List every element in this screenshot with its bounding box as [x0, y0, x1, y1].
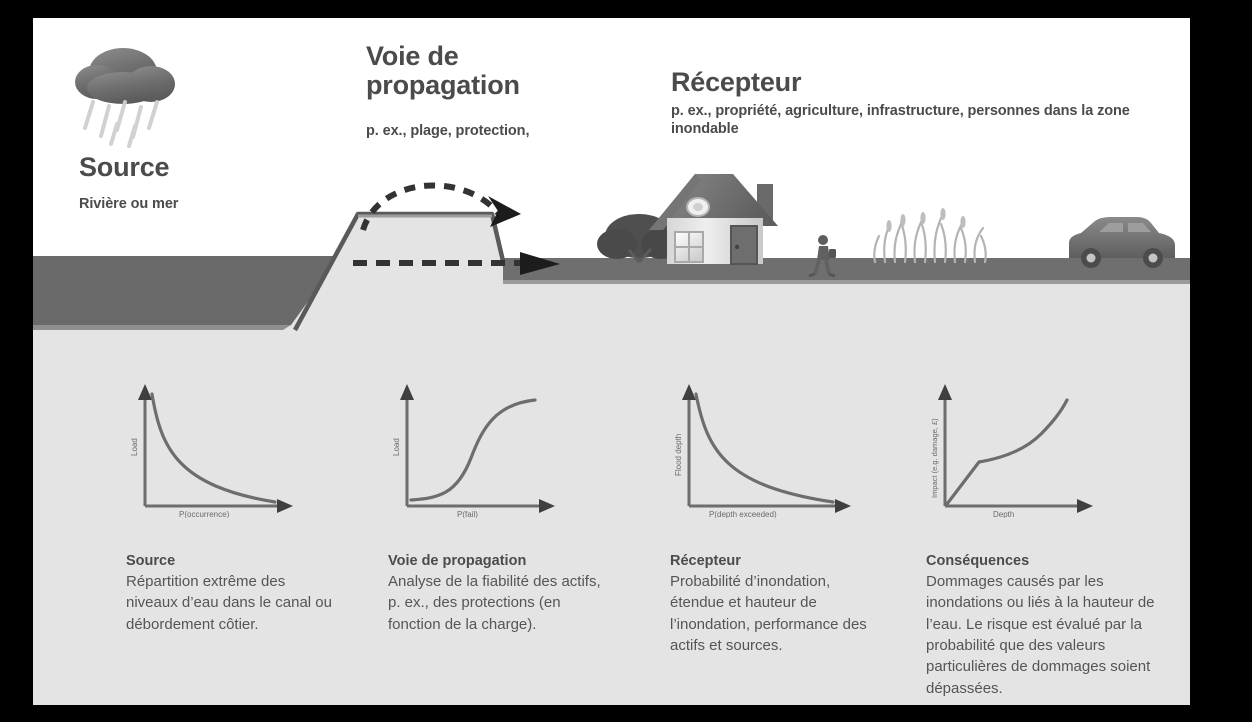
column-source-body: Répartition extrême des niveaux d’eau da… — [126, 573, 332, 633]
landscape-scene — [33, 18, 1190, 338]
water-body — [33, 256, 341, 330]
chart-consequences-ylabel: Impact (e.g. damage, £) — [930, 418, 939, 498]
column-consequences-heading: Conséquences — [926, 553, 1030, 569]
heading-receptor-title: Récepteur — [671, 67, 802, 97]
chart-receptor-ylabel: Flood depth — [674, 434, 683, 476]
rain-cloud-icon — [75, 48, 175, 148]
chart-source-xlabel: P(occurrence) — [179, 510, 230, 518]
chart-receptor: Flood depth P(depth exceeded) — [661, 378, 856, 518]
diagram-panel: Source Rivière ou mer Voie de propagatio… — [33, 18, 1190, 705]
chart-pathway-ylabel: Load — [392, 438, 401, 456]
heading-receptor-subtitle: p. ex., propriété, agriculture, infrastr… — [671, 103, 1130, 137]
reeds-heads-icon — [886, 208, 966, 232]
column-consequences-body: Dommages causés par les inondations ou l… — [926, 573, 1155, 697]
chart-source-ylabel: Load — [130, 438, 139, 456]
chart-pathway-xlabel: P(fail) — [457, 510, 478, 518]
column-pathway-body: Analyse de la fiabilité des actifs, p. e… — [388, 573, 601, 633]
heading-pathway-title: Voie de propagation — [366, 41, 520, 100]
chart-receptor-xlabel: P(depth exceeded) — [709, 510, 777, 518]
column-receptor-heading: Récepteur — [670, 553, 741, 569]
chart-source: Load P(occurrence) — [117, 378, 297, 518]
column-receptor: Flood depth P(depth exceeded) Récepteur … — [637, 378, 887, 656]
car-icon — [1069, 217, 1175, 268]
heading-source-subtitle: Rivière ou mer — [79, 196, 179, 212]
chart-pathway: Load P(fail) — [379, 378, 559, 518]
column-receptor-body: Probabilité d’inondation, étendue et hau… — [670, 573, 867, 655]
column-source-heading: Source — [126, 553, 176, 569]
person-walking-icon — [808, 235, 836, 278]
column-pathway-heading: Voie de propagation — [388, 553, 527, 569]
house-icon — [649, 174, 778, 265]
chart-consequences: Impact (e.g. damage, £) Depth — [917, 378, 1097, 518]
reeds-icon — [873, 212, 987, 264]
column-source: Load P(occurrence) Source Répartition ex… — [93, 378, 343, 635]
column-consequences: Impact (e.g. damage, £) Depth Conséquenc… — [893, 378, 1155, 699]
dashed-arc-arrow — [360, 182, 521, 231]
dashed-straight-arrow — [353, 252, 560, 275]
embankment-shape — [293, 211, 506, 332]
chart-consequences-xlabel: Depth — [993, 510, 1014, 518]
heading-source-title: Source — [79, 152, 170, 182]
ground-strip — [488, 258, 1190, 284]
column-pathway: Load P(fail) Voie de propagation Analyse… — [355, 378, 605, 635]
heading-pathway-subtitle: p. ex., plage, protection, — [366, 123, 530, 139]
